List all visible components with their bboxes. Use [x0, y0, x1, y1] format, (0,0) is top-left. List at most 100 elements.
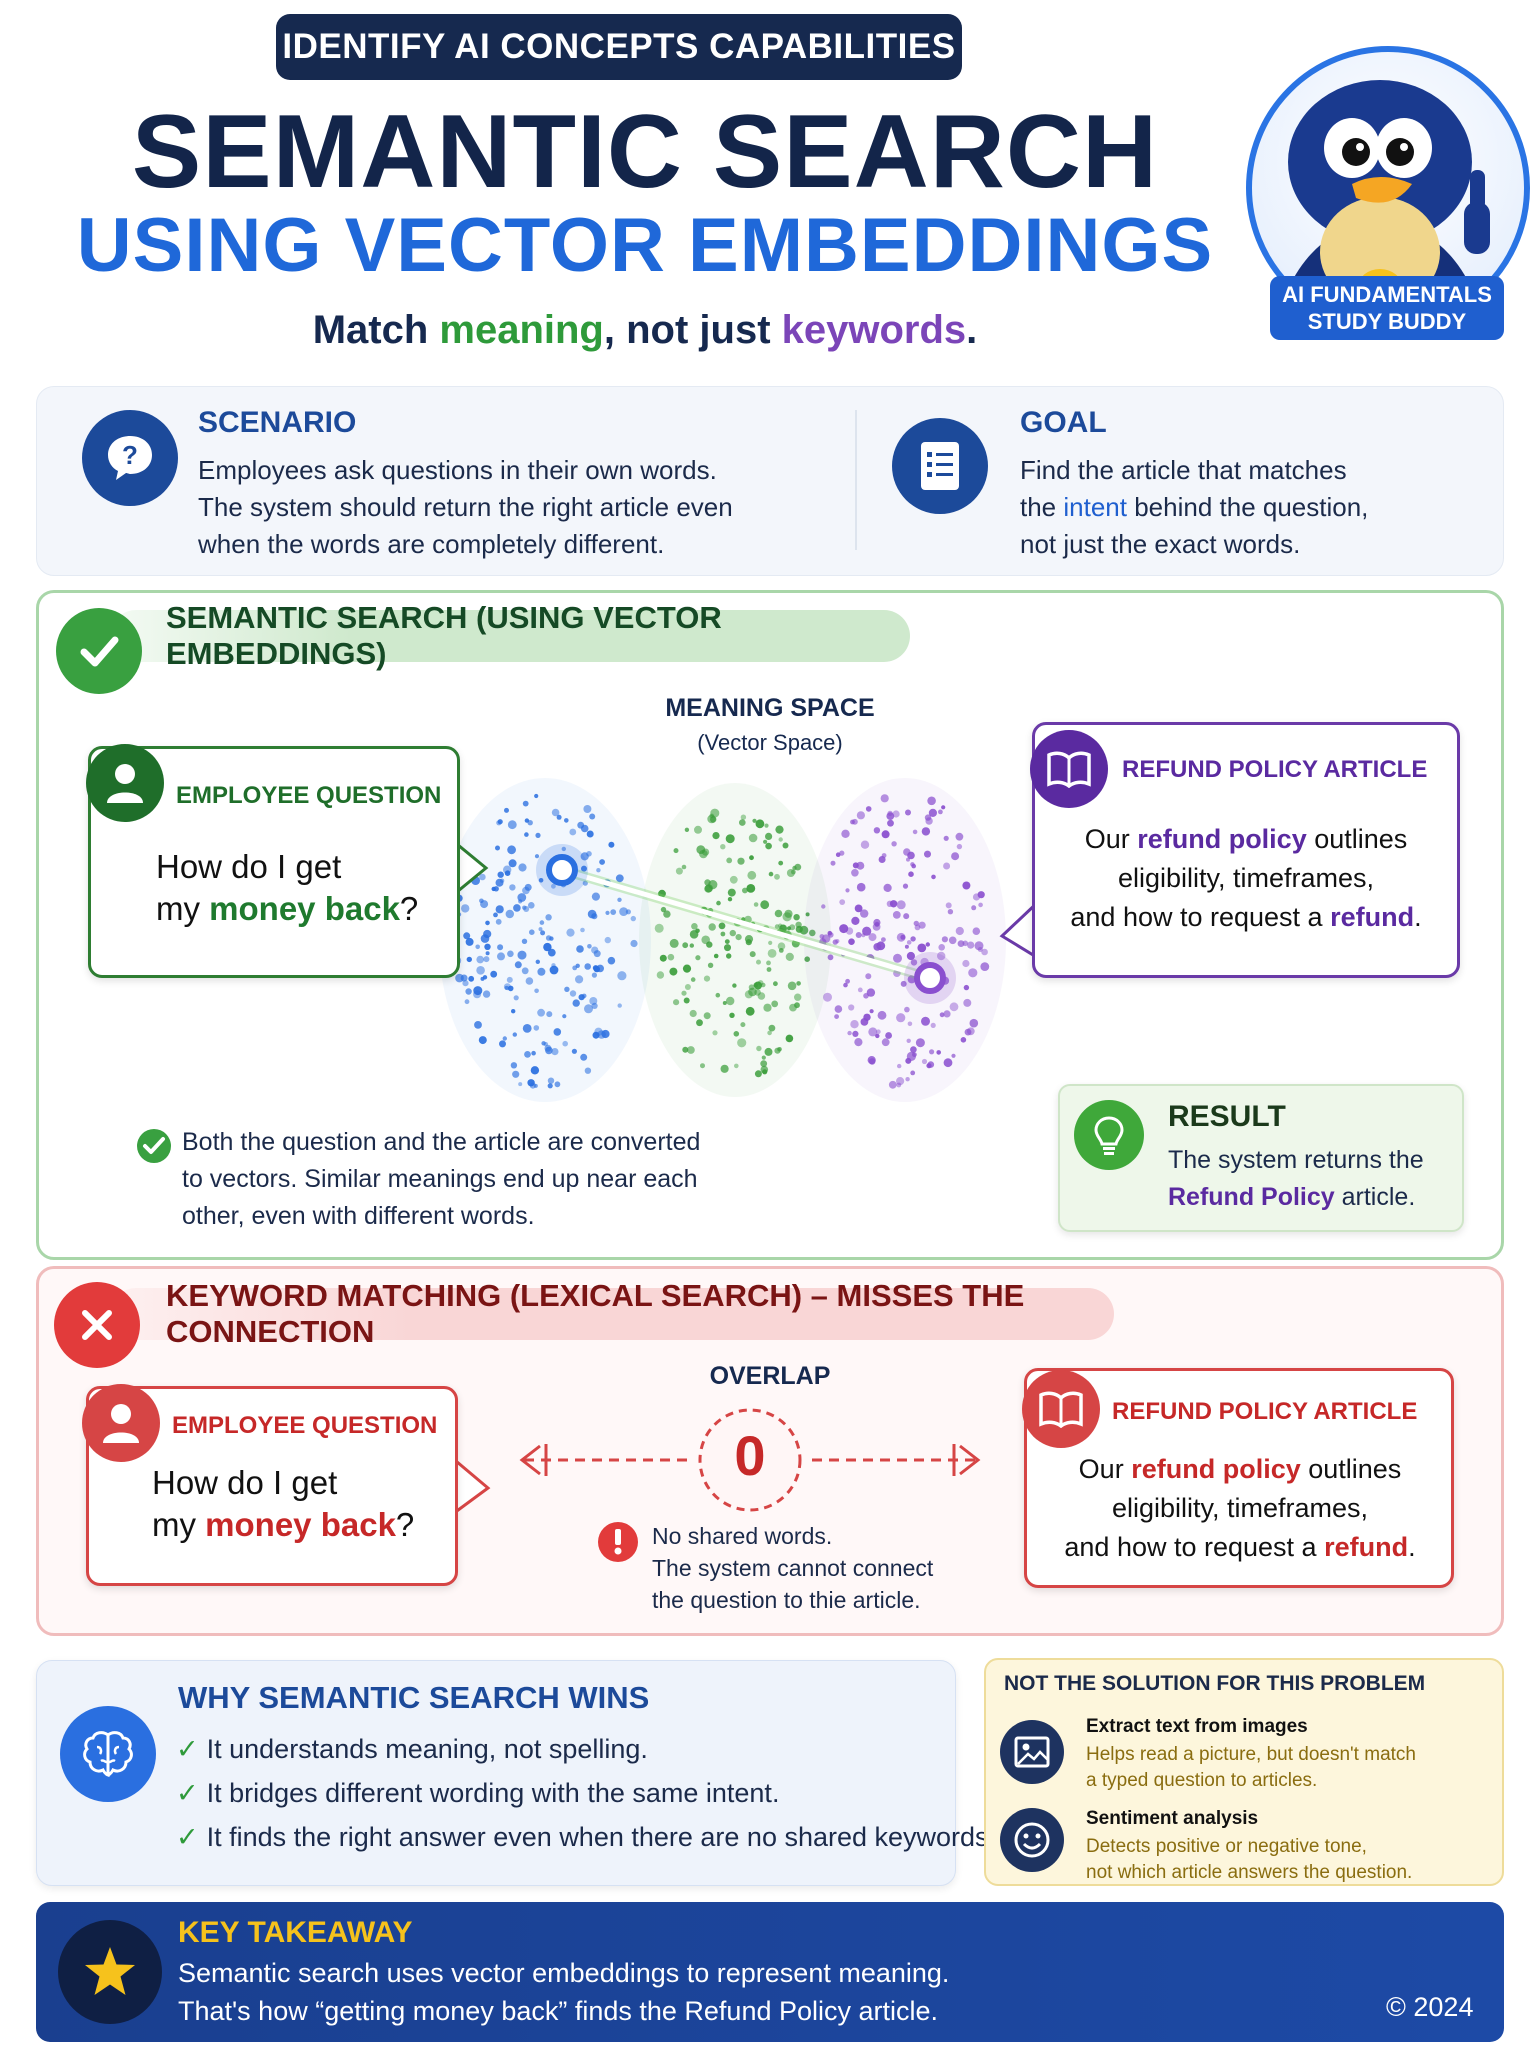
vector-point — [784, 909, 793, 918]
vector-point — [547, 1083, 553, 1089]
vector-point — [749, 951, 756, 958]
vector-point — [896, 900, 906, 910]
vector-point — [511, 1009, 516, 1014]
vector-point — [785, 1034, 794, 1043]
keyword-article-refund-end: refund — [1324, 1532, 1409, 1562]
why-item-1-text: It understands meaning, not spelling. — [206, 1734, 648, 1764]
vector-point — [517, 950, 527, 960]
vector-point — [669, 938, 679, 948]
why-item-2-text: It bridges different wording with the sa… — [206, 1778, 780, 1808]
vector-point — [596, 868, 601, 873]
vector-point — [850, 1020, 859, 1029]
vector-point — [703, 975, 711, 982]
vector-point — [538, 878, 544, 883]
not-solution-panel — [984, 1658, 1504, 1886]
vector-point — [619, 907, 628, 916]
vector-point — [476, 966, 485, 975]
vector-point — [767, 949, 777, 958]
vector-point — [850, 819, 855, 825]
vector-point — [722, 1001, 727, 1005]
vector-point — [464, 999, 470, 1005]
scenario-line-2: The system should return the right artic… — [198, 492, 733, 522]
vector-point — [874, 921, 880, 927]
vector-point — [924, 850, 931, 858]
vector-point — [512, 1032, 517, 1037]
vector-point — [660, 906, 667, 913]
keyword-article-line-2: eligibility, timeframes, — [1111, 1493, 1369, 1523]
vector-point — [497, 952, 505, 961]
not-solution-title: NOT THE SOLUTION FOR THIS PROBLEM — [1004, 1672, 1426, 1695]
vector-point — [778, 948, 784, 953]
vector-point — [599, 859, 605, 865]
vector-point — [497, 944, 504, 951]
why-item-3-text: It finds the right answer even when ther… — [206, 1822, 997, 1852]
vector-point — [881, 1038, 890, 1047]
vector-point — [504, 985, 509, 990]
vector-point — [908, 871, 914, 877]
vector-point — [834, 1014, 839, 1019]
vector-point — [617, 971, 627, 981]
vector-point — [543, 1042, 548, 1047]
overlap-label: OVERLAP — [709, 1362, 831, 1390]
result-line-2: Refund Policy article. — [1168, 1179, 1424, 1216]
vector-point — [495, 905, 504, 914]
vector-point — [564, 986, 570, 992]
vector-point — [778, 837, 783, 842]
vector-point — [569, 990, 577, 997]
vector-point — [586, 830, 594, 838]
top-topic-pill: IDENTIFY AI CONCEPTS CAPABILITIES — [276, 14, 962, 80]
vector-point — [747, 870, 757, 880]
vector-point — [774, 924, 780, 929]
vector-point — [578, 994, 585, 1001]
vector-point — [739, 819, 746, 826]
vector-point — [465, 988, 472, 995]
not-item-1-desc-1: Helps read a picture, but doesn't match — [1086, 1744, 1416, 1765]
vector-point — [704, 879, 711, 886]
vector-point — [834, 1005, 843, 1013]
semantic-article-label: REFUND POLICY ARTICLE — [1122, 756, 1428, 783]
vector-point — [905, 809, 911, 816]
vector-point — [729, 1012, 735, 1018]
vector-point — [514, 961, 522, 969]
not-item-2-desc: Detects positive or negative tone, not w… — [1086, 1834, 1412, 1886]
vector-point — [785, 952, 794, 961]
vector-point — [474, 1021, 482, 1029]
vector-point — [955, 926, 964, 936]
vector-point — [497, 871, 504, 878]
vector-point — [889, 900, 898, 908]
semantic-question-text: How do I get my money back? — [156, 846, 418, 930]
vector-point — [740, 814, 747, 820]
vector-point — [720, 844, 726, 850]
vector-point — [957, 940, 965, 947]
vector-point — [892, 911, 901, 919]
vector-point — [726, 996, 735, 1006]
vector-point — [907, 1021, 913, 1027]
semantic-article-refund: refund — [1330, 902, 1415, 932]
person-icon — [86, 744, 164, 822]
vector-point — [524, 818, 530, 823]
vector-point — [745, 1006, 755, 1016]
not-item-1-head: Extract text from images — [1086, 1716, 1308, 1737]
vector-point — [943, 835, 949, 841]
vector-point — [742, 887, 748, 894]
mascot-badge-line2: STUDY BUDDY — [1307, 309, 1467, 334]
vector-point — [927, 1061, 935, 1068]
vector-point — [906, 940, 912, 945]
semantic-question-money-back: money back — [209, 890, 400, 927]
vector-point — [748, 833, 758, 843]
vector-point — [778, 860, 784, 866]
vector-point — [605, 910, 610, 915]
vector-point — [625, 909, 631, 915]
vector-point — [754, 1070, 762, 1078]
vector-point — [861, 933, 866, 938]
similarity-link — [561, 867, 931, 981]
vector-point — [610, 909, 617, 915]
key-takeaway-panel — [36, 1902, 1504, 2042]
page-title: SEMANTIC SEARCH — [131, 94, 1159, 210]
vector-point — [851, 916, 860, 925]
keyword-note: No shared words. The system cannot conne… — [652, 1520, 933, 1616]
vector-point — [593, 950, 601, 958]
vector-point — [896, 932, 906, 942]
vector-point — [592, 965, 599, 971]
vector-point — [530, 1066, 540, 1075]
